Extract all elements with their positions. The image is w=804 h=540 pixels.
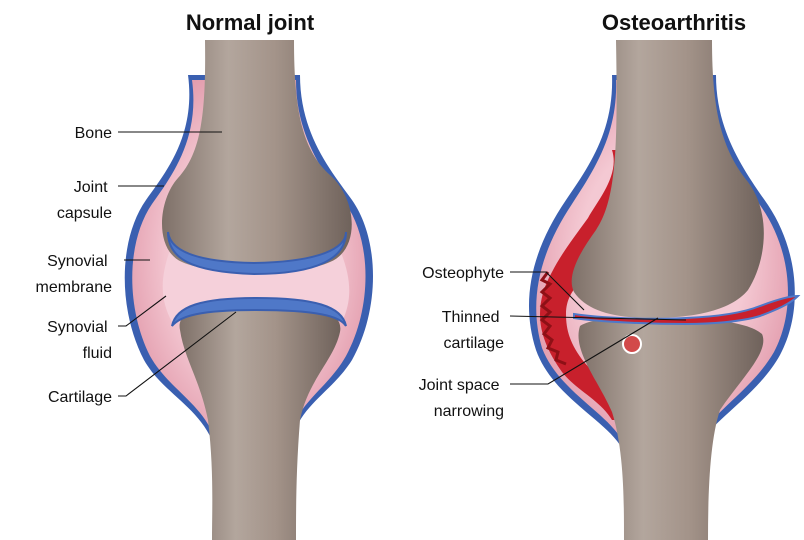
osteoarthritis-title: Osteoarthritis — [602, 10, 746, 35]
normal-joint-illustration: Normal joint Bone Joint capsule Synovial — [36, 10, 373, 540]
normal-joint-title: Normal joint — [186, 10, 315, 35]
label-thinned-cartilage: Thinned cartilage — [442, 309, 504, 352]
label-synovial-fluid: Synovial fluid — [47, 319, 112, 362]
label-joint-capsule: Joint capsule — [57, 179, 112, 222]
label-cartilage: Cartilage — [48, 389, 112, 406]
label-synovial-membrane: Synovial membrane — [36, 253, 113, 296]
label-bone: Bone — [75, 125, 112, 142]
label-joint-space-narrowing: Joint space narrowing — [419, 377, 504, 420]
label-osteophyte: Osteophyte — [422, 265, 504, 282]
osteoarthritis-illustration: Osteoarthritis Osteophyte Thinned cartil… — [419, 10, 798, 540]
